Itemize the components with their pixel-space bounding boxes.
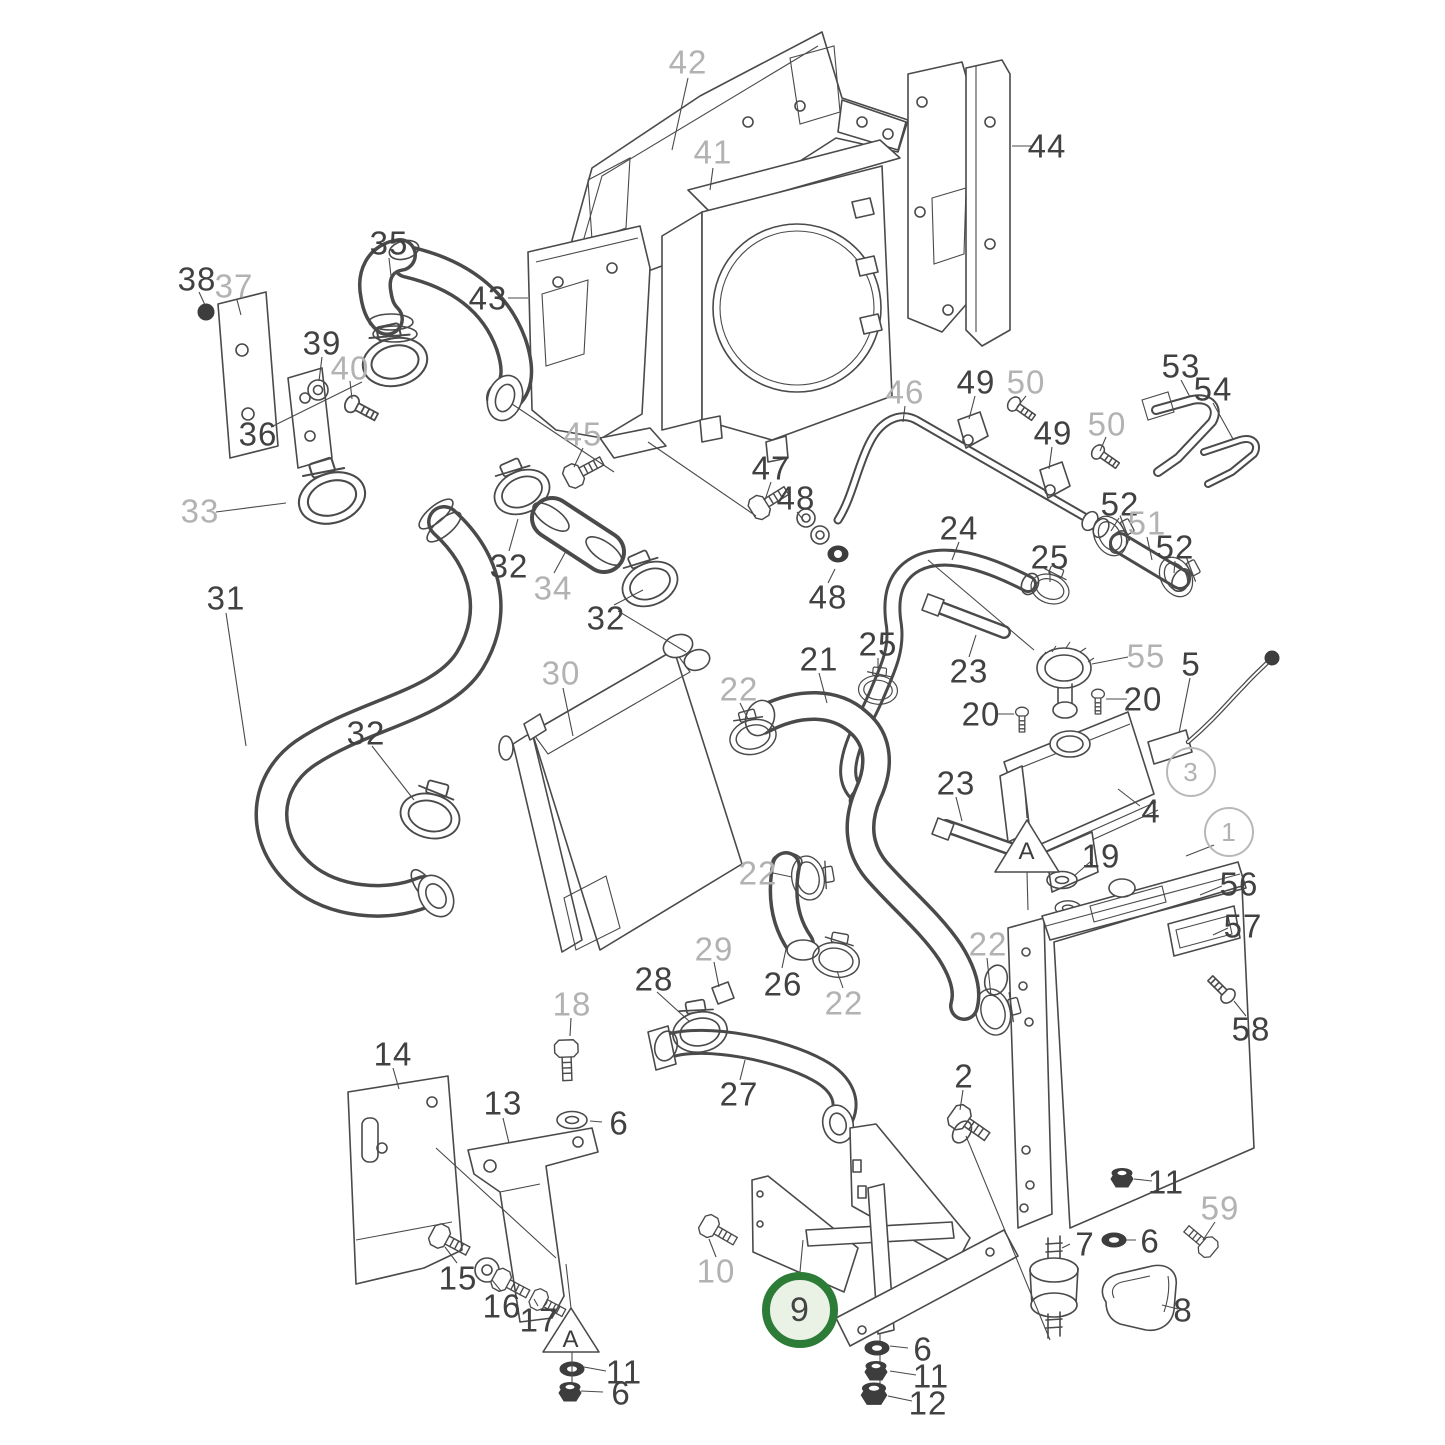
part-46-54-pipes <box>745 391 1261 604</box>
part-18-bolt <box>553 1038 580 1082</box>
part-55-cap <box>1036 641 1095 719</box>
part-56-screen <box>1053 885 1255 1229</box>
warning-triangle-lower <box>542 1307 600 1402</box>
part-4-expansion-tank <box>999 711 1159 893</box>
part-9-bracket-assembly <box>695 1123 1019 1405</box>
part-8-clip <box>1101 1264 1177 1332</box>
part-42-upper-cover <box>565 31 909 293</box>
part-35-hose <box>369 237 528 422</box>
part-36-37-clamp-bracket <box>197 291 433 469</box>
part-57-plate <box>1167 905 1241 957</box>
part-23-brackets <box>921 593 1021 857</box>
part-58-bolt <box>1203 971 1239 1007</box>
part-44-side-panels <box>907 59 1011 347</box>
part-13-bracket <box>467 1127 599 1323</box>
part-2-bolt <box>944 1101 995 1148</box>
leader-lines <box>198 77 1247 1402</box>
part-27-29-pipe <box>647 981 857 1144</box>
part-41-fan-shroud <box>661 139 901 463</box>
part-26-hose <box>772 852 865 982</box>
part-59-bolt <box>1179 1220 1222 1261</box>
part-21-hose <box>722 696 965 1006</box>
part-15-16-17-bolts <box>425 1220 570 1323</box>
part-32-34-clamps-hose <box>481 449 686 616</box>
part-7-mount <box>1029 1235 1079 1339</box>
part-31-hose <box>271 498 485 923</box>
part-5-sensor <box>1147 650 1280 765</box>
part-1-radiator <box>969 861 1255 1261</box>
part-22-clamp-c <box>809 928 865 982</box>
part-32-clamp-c <box>394 774 469 846</box>
part-14-bracket <box>347 1075 463 1285</box>
part-10-bolt <box>695 1211 742 1252</box>
part-30-intercooler <box>498 633 743 953</box>
part-43-lower-panel <box>527 225 667 459</box>
part-45-bolt <box>559 449 608 492</box>
part-29-fitting <box>711 981 735 1005</box>
part-6-washer-a <box>556 1110 588 1130</box>
